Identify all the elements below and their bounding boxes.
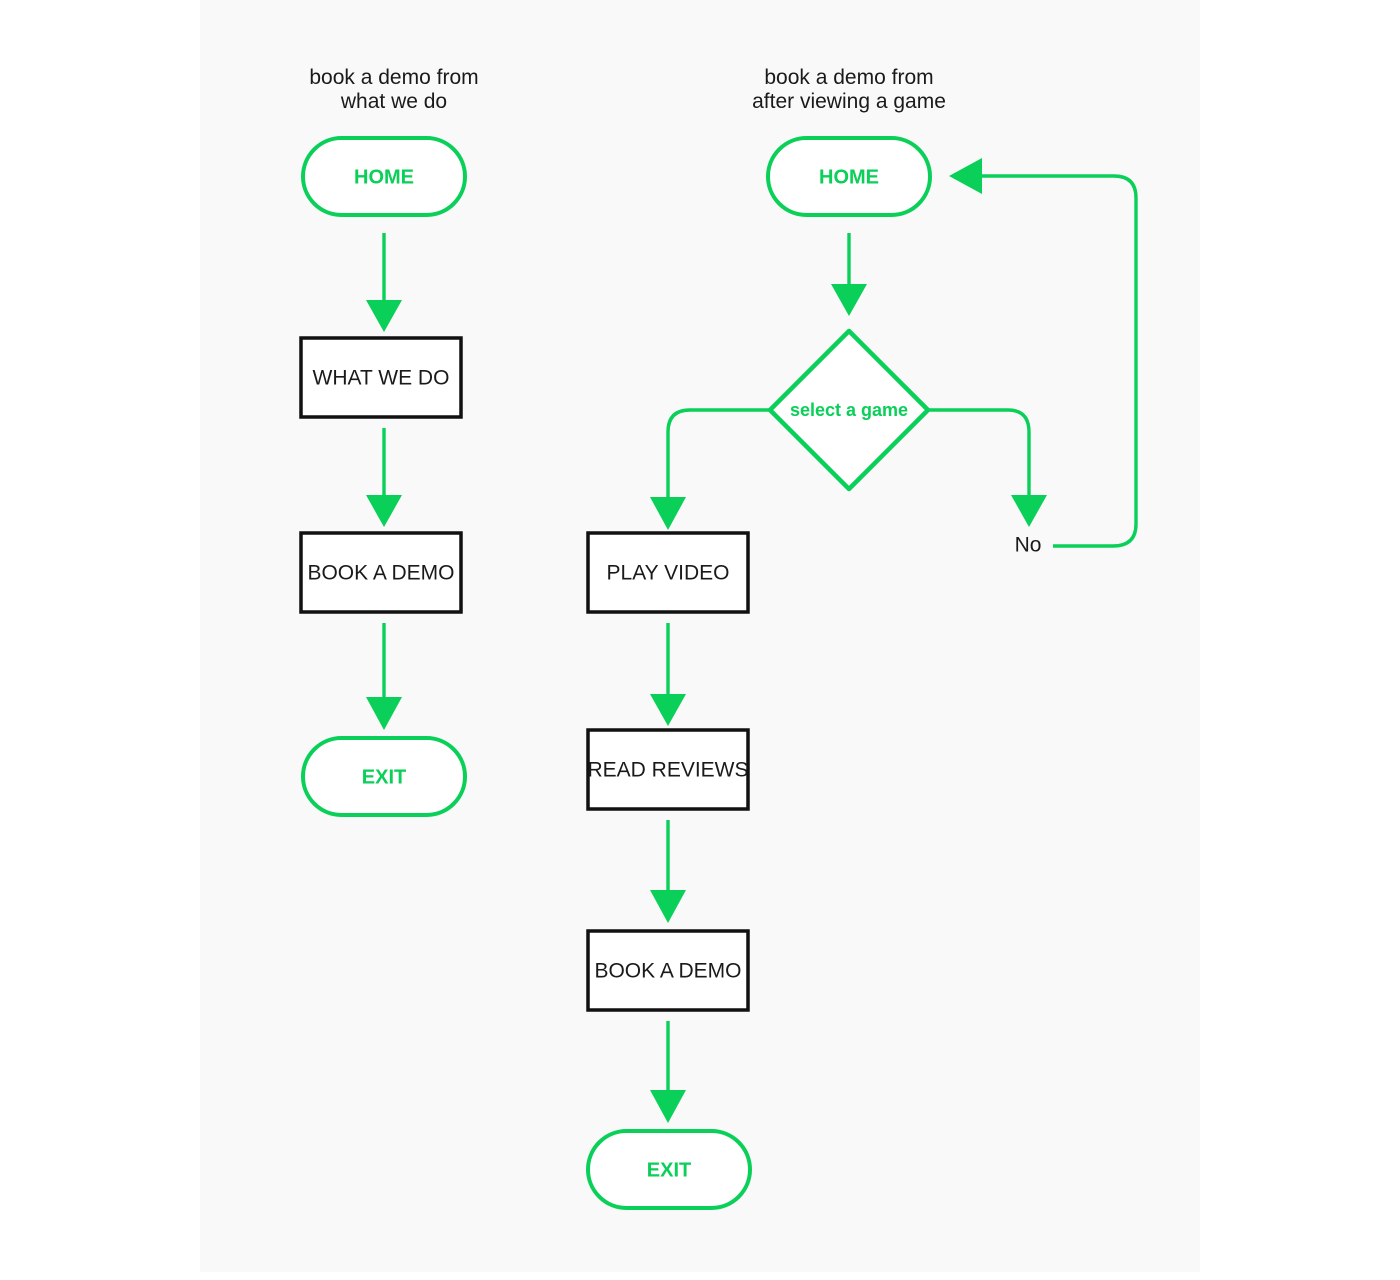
node-exit-right[interactable]: EXIT xyxy=(586,1129,752,1210)
home-left-shape xyxy=(301,136,467,217)
node-exit-left[interactable]: EXIT xyxy=(301,736,467,817)
exit-right-shape xyxy=(586,1129,752,1210)
edge-whatwedo-to-bookdemo xyxy=(366,428,402,527)
node-play-video[interactable]: PLAY VIDEO xyxy=(586,531,750,614)
node-select-a-game[interactable]: select a game xyxy=(767,328,931,492)
node-home-right[interactable]: HOME xyxy=(766,136,932,217)
no-branch-label: No xyxy=(1015,534,1042,557)
book-a-demo-left-label: BOOK A DEMO xyxy=(307,562,454,585)
what-we-do-shape xyxy=(299,336,463,419)
arrowhead-icon xyxy=(650,694,686,726)
play-video-shape xyxy=(586,531,750,614)
node-what-we-do[interactable]: WHAT WE DO xyxy=(299,336,463,419)
left-column-title-line1: book a demo from xyxy=(309,66,478,89)
home-right-label: HOME xyxy=(819,166,879,188)
home-right-shape xyxy=(766,136,932,217)
right-column-title-line1: book a demo from xyxy=(764,66,933,89)
edge-decision-no-branch xyxy=(928,408,1047,527)
right-column-title-line2: after viewing a game xyxy=(752,90,946,113)
edge-home-to-whatwedo xyxy=(366,233,402,332)
edge-decision-to-playvideo xyxy=(650,408,770,530)
arrowhead-icon xyxy=(366,300,402,332)
edge-no-loopback-to-home xyxy=(949,158,1138,548)
home-left-label: HOME xyxy=(354,166,414,188)
edge-playvideo-to-readreviews xyxy=(650,623,686,726)
arrowhead-icon xyxy=(650,497,686,530)
exit-left-shape xyxy=(301,736,467,817)
edge-bookdemo-to-exit-right xyxy=(650,1021,686,1123)
select-a-game-label: select a game xyxy=(790,400,908,420)
arrowhead-icon xyxy=(650,1090,686,1123)
node-book-a-demo-left[interactable]: BOOK A DEMO xyxy=(299,531,463,614)
read-reviews-label: READ REVIEWS xyxy=(587,759,748,782)
edge-readreviews-to-bookdemo xyxy=(650,820,686,923)
read-reviews-shape xyxy=(586,728,750,811)
exit-right-label: EXIT xyxy=(647,1159,691,1181)
arrowhead-icon xyxy=(949,158,982,194)
book-a-demo-left-shape xyxy=(299,531,463,614)
node-home-left[interactable]: HOME xyxy=(301,136,467,217)
book-a-demo-right-label: BOOK A DEMO xyxy=(594,960,741,983)
book-a-demo-right-shape xyxy=(586,929,750,1012)
arrowhead-icon xyxy=(1011,495,1047,527)
left-column-title-line2: what we do xyxy=(340,90,447,113)
arrowhead-icon xyxy=(366,495,402,527)
what-we-do-label: WHAT WE DO xyxy=(313,367,450,390)
edge-bookdemo-to-exit-left xyxy=(366,623,402,730)
node-book-a-demo-right[interactable]: BOOK A DEMO xyxy=(586,929,750,1012)
exit-left-label: EXIT xyxy=(362,766,406,788)
arrowhead-icon xyxy=(831,284,867,316)
arrowhead-icon xyxy=(650,890,686,923)
edge-home-to-decision xyxy=(831,233,867,316)
select-a-game-shape xyxy=(767,328,931,492)
node-read-reviews[interactable]: READ REVIEWS xyxy=(586,728,750,811)
arrowhead-icon xyxy=(366,697,402,730)
play-video-label: PLAY VIDEO xyxy=(607,562,730,585)
